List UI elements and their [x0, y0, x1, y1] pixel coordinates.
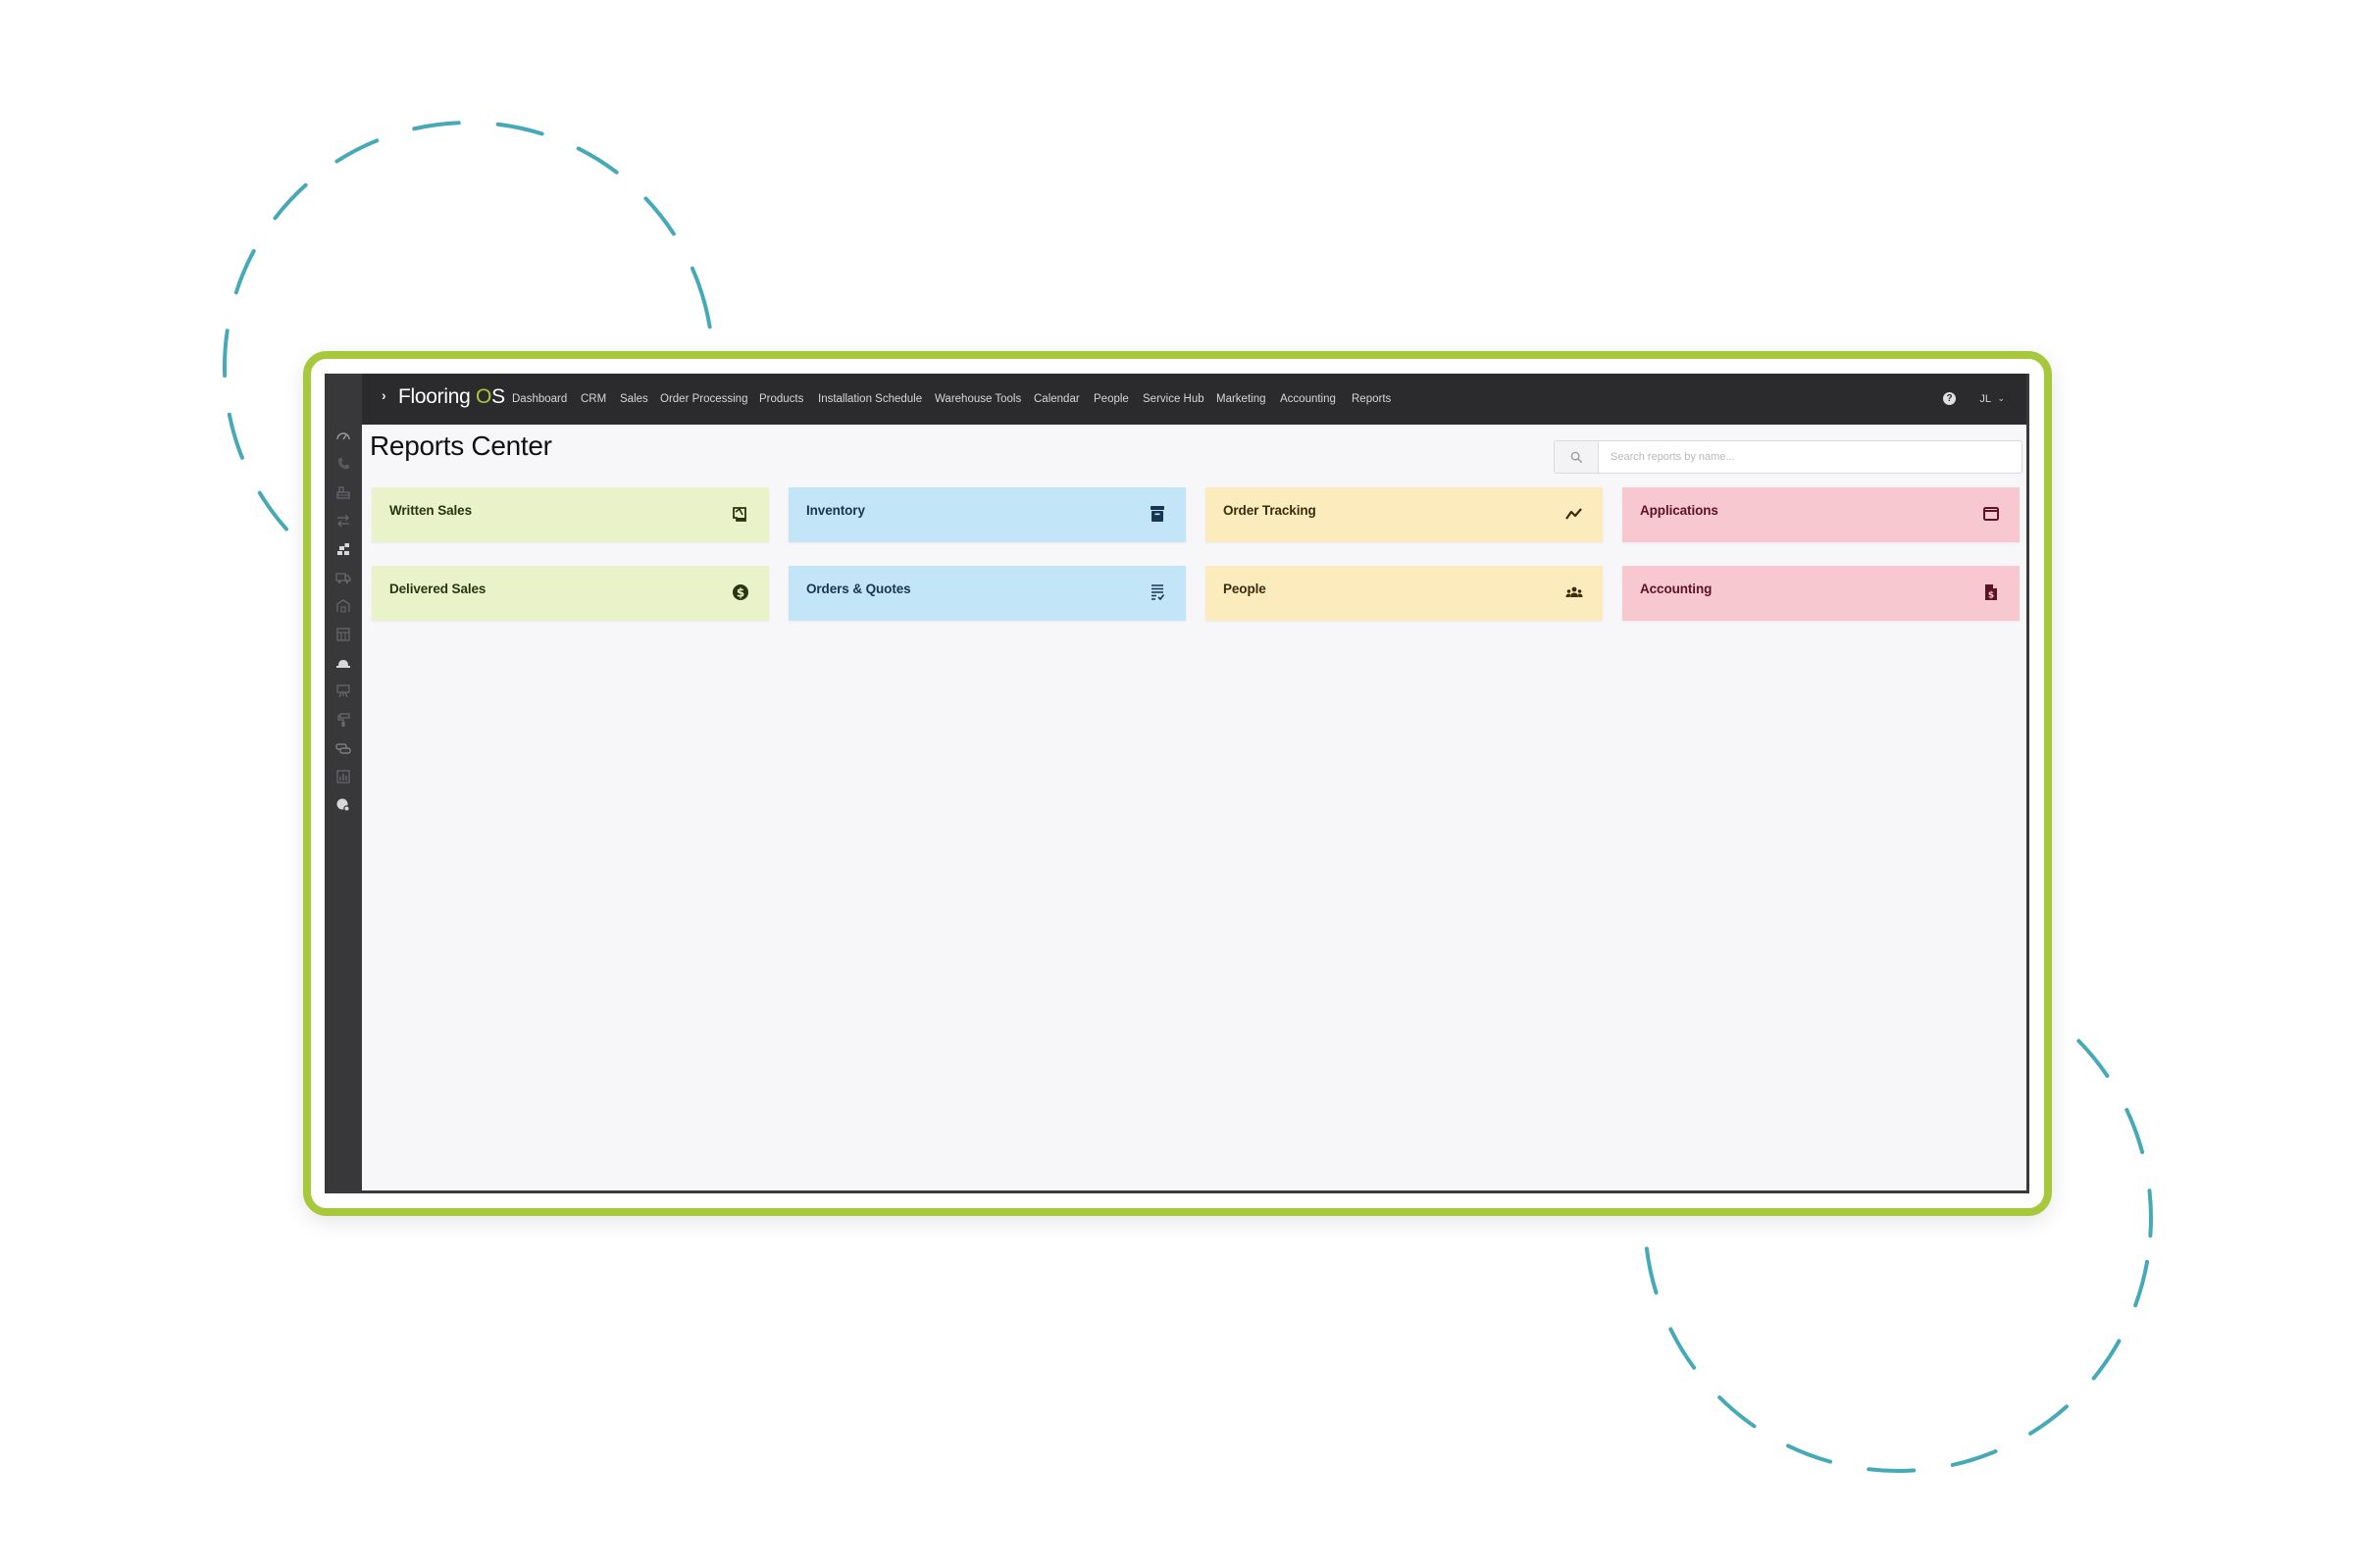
- card-orders-quotes[interactable]: Orders & Quotes: [789, 566, 1186, 621]
- card-label: People: [1223, 582, 1266, 596]
- nav-products[interactable]: Products: [759, 393, 804, 405]
- brand-logo[interactable]: Flooring OS: [398, 385, 505, 408]
- nav-order-processing[interactable]: Order Processing: [660, 393, 748, 405]
- window-icon: [1980, 503, 2002, 525]
- boxes-icon[interactable]: [333, 540, 354, 558]
- app-screen: › Flooring OS Dashboard CRM Sales Order …: [325, 374, 2029, 1193]
- chart-icon[interactable]: [333, 768, 354, 785]
- truck-icon[interactable]: [333, 569, 354, 586]
- archive-box-icon: [1147, 503, 1168, 525]
- trend-line-icon: [1563, 503, 1585, 525]
- card-label: Orders & Quotes: [806, 582, 911, 596]
- nav-crm[interactable]: CRM: [581, 393, 607, 405]
- shelves-icon[interactable]: [333, 626, 354, 643]
- warehouse-icon[interactable]: [333, 597, 354, 615]
- nav-dashboard[interactable]: Dashboard: [512, 393, 568, 405]
- help-icon[interactable]: ?: [1943, 392, 1956, 405]
- nav-reports[interactable]: Reports: [1352, 393, 1392, 405]
- page-title: Reports Center: [370, 430, 552, 461]
- nav-accounting[interactable]: Accounting: [1280, 393, 1336, 405]
- nav-marketing[interactable]: Marketing: [1216, 393, 1266, 405]
- card-accounting[interactable]: Accounting $: [1622, 566, 2020, 621]
- signed-document-icon: [730, 503, 751, 525]
- card-label: Accounting: [1640, 582, 1713, 596]
- exchange-icon[interactable]: [333, 512, 354, 530]
- checklist-icon: [1147, 582, 1168, 603]
- card-inventory[interactable]: Inventory: [789, 487, 1186, 542]
- gauge-icon[interactable]: [333, 427, 354, 444]
- card-people[interactable]: People: [1205, 566, 1603, 621]
- top-navbar: › Flooring OS Dashboard CRM Sales Order …: [362, 374, 2026, 425]
- search-reports: [1554, 440, 2022, 474]
- card-delivered-sales[interactable]: Delivered Sales $: [372, 566, 769, 621]
- card-written-sales[interactable]: Written Sales: [372, 487, 769, 542]
- store-icon[interactable]: [333, 483, 354, 501]
- card-order-tracking[interactable]: Order Tracking: [1205, 487, 1603, 542]
- nav-sales[interactable]: Sales: [620, 393, 648, 405]
- invoice-dollar-icon: $: [1980, 582, 2002, 603]
- chevron-down-icon[interactable]: ⌄: [1997, 393, 2005, 403]
- search-icon[interactable]: [1555, 441, 1599, 473]
- user-menu[interactable]: JL: [1979, 393, 1991, 405]
- svg-text:$: $: [1988, 591, 1994, 601]
- paint-roller-icon[interactable]: [333, 711, 354, 729]
- pie-settings-icon[interactable]: [333, 796, 354, 814]
- search-input[interactable]: [1599, 441, 2021, 473]
- nav-warehouse-tools[interactable]: Warehouse Tools: [935, 393, 1022, 405]
- nav-calendar[interactable]: Calendar: [1034, 393, 1080, 405]
- card-label: Delivered Sales: [389, 582, 486, 596]
- phone-icon[interactable]: [333, 455, 354, 473]
- users-group-icon: [1563, 582, 1585, 603]
- nav-installation-schedule[interactable]: Installation Schedule: [818, 393, 923, 405]
- chevron-right-icon[interactable]: ›: [382, 387, 386, 403]
- card-label: Order Tracking: [1223, 503, 1316, 518]
- hard-hat-icon[interactable]: [333, 654, 354, 672]
- dollar-circle-icon: $: [730, 582, 751, 603]
- cars-icon[interactable]: [333, 739, 354, 757]
- sidebar: [325, 374, 362, 1190]
- nav-service-hub[interactable]: Service Hub: [1143, 393, 1204, 405]
- card-label: Inventory: [806, 503, 865, 518]
- svg-text:$: $: [737, 585, 744, 599]
- presentation-icon[interactable]: [333, 683, 354, 700]
- card-label: Applications: [1640, 503, 1718, 518]
- nav-people[interactable]: People: [1094, 393, 1129, 405]
- card-applications[interactable]: Applications: [1622, 487, 2020, 542]
- card-label: Written Sales: [389, 503, 472, 518]
- report-categories: Written Sales Inventory Order Tracking A…: [372, 487, 2020, 621]
